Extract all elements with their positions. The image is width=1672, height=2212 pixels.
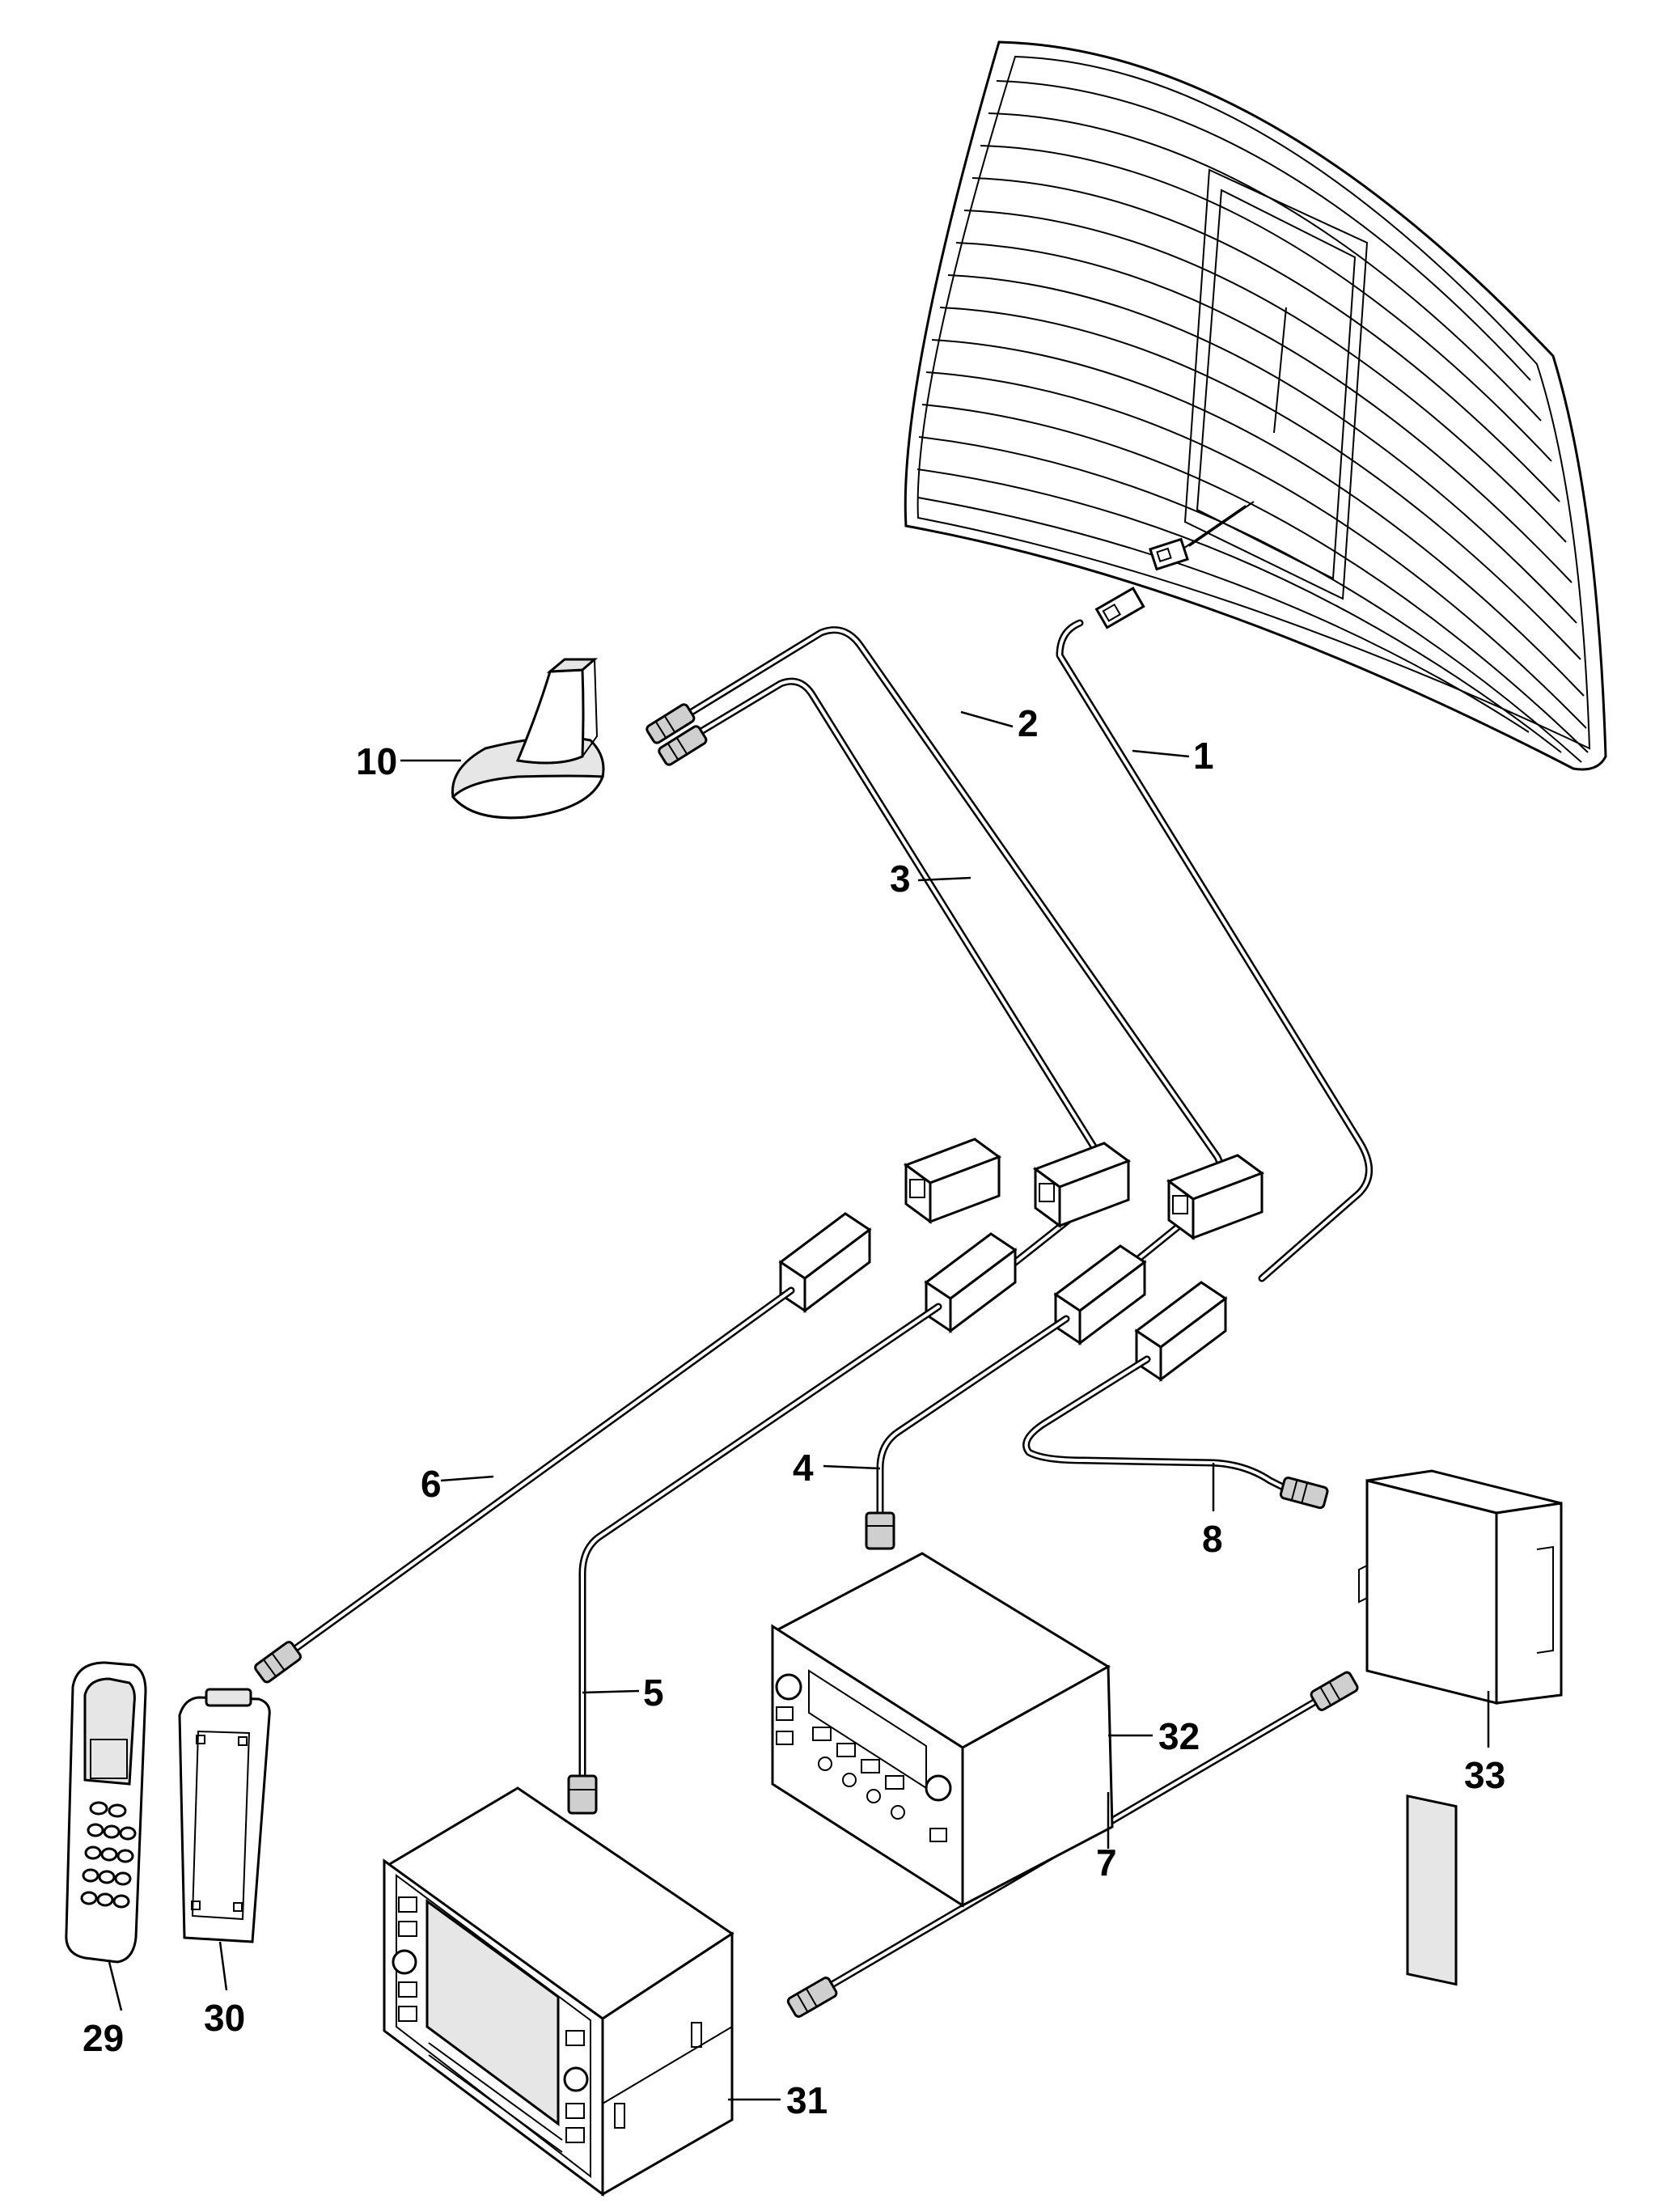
- radio-unit: [771, 1552, 1114, 1908]
- cable-2-3-fakra-plugs: [646, 703, 708, 766]
- connector-8: [1134, 1281, 1228, 1382]
- control-module: [1358, 1469, 1563, 1986]
- callout-30: 30: [204, 1997, 245, 2039]
- callout-10: 10: [356, 740, 397, 782]
- keypad: [80, 1801, 137, 1909]
- callout-5: 5: [643, 1672, 664, 1714]
- window-connector: [1149, 501, 1255, 571]
- callout-1: 1: [1193, 735, 1214, 777]
- connector-6: [778, 1212, 872, 1313]
- antenna-element: [1183, 168, 1369, 600]
- connector-1: [1166, 1154, 1265, 1240]
- callout-6: 6: [421, 1463, 442, 1505]
- callout-31: 31: [786, 2079, 828, 2121]
- rear-window-antenna: [904, 40, 1607, 771]
- callout-3: 3: [890, 858, 911, 900]
- cable-1: [1056, 587, 1373, 1282]
- upper-connector-blocks: [903, 1138, 1265, 1240]
- connector-2: [1032, 1142, 1132, 1228]
- cable-8: [1022, 1355, 1329, 1510]
- heater-grid-lines: [916, 80, 1589, 763]
- callout-33: 33: [1464, 1754, 1505, 1796]
- connector-3: [903, 1138, 1002, 1224]
- roof-antenna: [451, 657, 605, 820]
- callout-4: 4: [793, 1447, 814, 1489]
- callout-29: 29: [83, 2017, 124, 2059]
- callout-labels: 1 2 3 4 5 6 7 8 10 29 30 31 32 33: [83, 702, 1505, 2121]
- callout-8: 8: [1202, 1518, 1223, 1560]
- lower-connector-blocks: [778, 1212, 1228, 1382]
- phone-cradle: [178, 1688, 271, 1943]
- leader-lines: [108, 710, 1490, 2101]
- cable-5: [567, 1303, 942, 1815]
- navigation-unit: [383, 1786, 734, 2197]
- callout-32: 32: [1158, 1715, 1200, 1757]
- mobile-handset: [65, 1661, 147, 1964]
- callout-7: 7: [1096, 1841, 1117, 1884]
- connector-4: [1053, 1244, 1147, 1345]
- callout-2: 2: [1018, 702, 1039, 744]
- nav-buttons: [398, 1896, 585, 2153]
- cable-6: [254, 1286, 795, 1684]
- radio-buttons: [776, 1706, 947, 1842]
- connector-5: [924, 1232, 1018, 1333]
